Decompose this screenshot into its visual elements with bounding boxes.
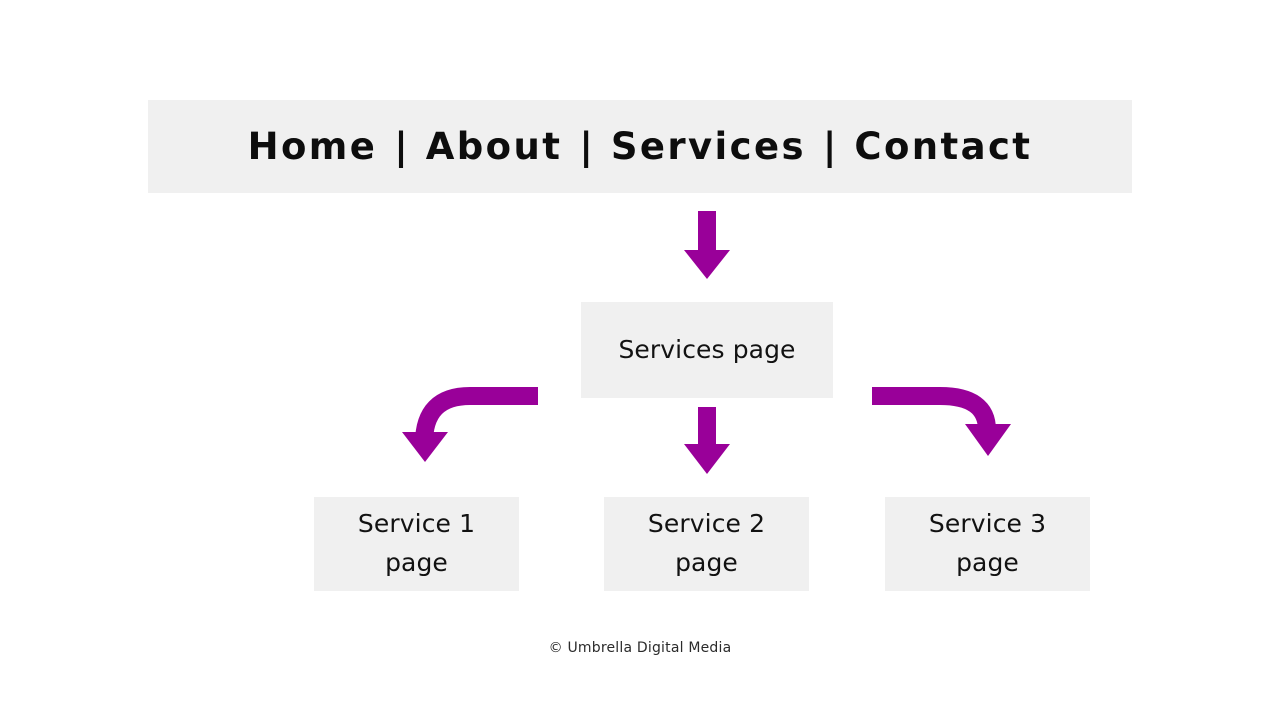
arrow-services-to-service-2	[684, 407, 730, 474]
site-navigation-bar: Home | About | Services | Contact	[148, 100, 1132, 193]
nav-item-home[interactable]: Home	[247, 125, 378, 168]
nav-items-row: Home | About | Services | Contact	[248, 128, 1033, 165]
arrow-nav-to-services-page	[684, 211, 730, 279]
nav-separator-3: |	[822, 125, 838, 168]
nav-separator-2: |	[579, 125, 594, 168]
node-service-2-page[interactable]: Service 2 page	[604, 497, 809, 591]
node-service-3-line-2: page	[956, 548, 1019, 577]
node-service-1-page-label: Service 1 page	[358, 505, 475, 583]
node-service-2-line-2: page	[675, 548, 738, 577]
node-services-page[interactable]: Services page	[581, 302, 833, 398]
node-service-1-line-1: Service 1	[357, 509, 476, 539]
footer: © Umbrella Digital Media	[0, 637, 1280, 656]
nav-item-services[interactable]: Services	[610, 125, 806, 168]
nav-separator-1: |	[394, 125, 409, 168]
node-service-3-page[interactable]: Service 3 page	[885, 497, 1090, 591]
nav-item-contact[interactable]: Contact	[854, 125, 1033, 168]
node-service-2-line-1: Service 2	[647, 509, 766, 539]
nav-item-about[interactable]: About	[425, 125, 563, 168]
copyright-text: © Umbrella Digital Media	[548, 640, 732, 656]
node-service-2-page-label: Service 2 page	[648, 505, 765, 583]
node-service-1-line-2: page	[385, 548, 448, 577]
node-service-3-line-1: Service 3	[928, 509, 1047, 539]
node-service-1-page[interactable]: Service 1 page	[314, 497, 519, 591]
node-services-page-label: Services page	[618, 334, 796, 364]
arrow-services-to-service-1	[402, 387, 538, 462]
node-service-3-page-label: Service 3 page	[929, 505, 1046, 583]
arrow-services-to-service-3	[872, 387, 1011, 456]
